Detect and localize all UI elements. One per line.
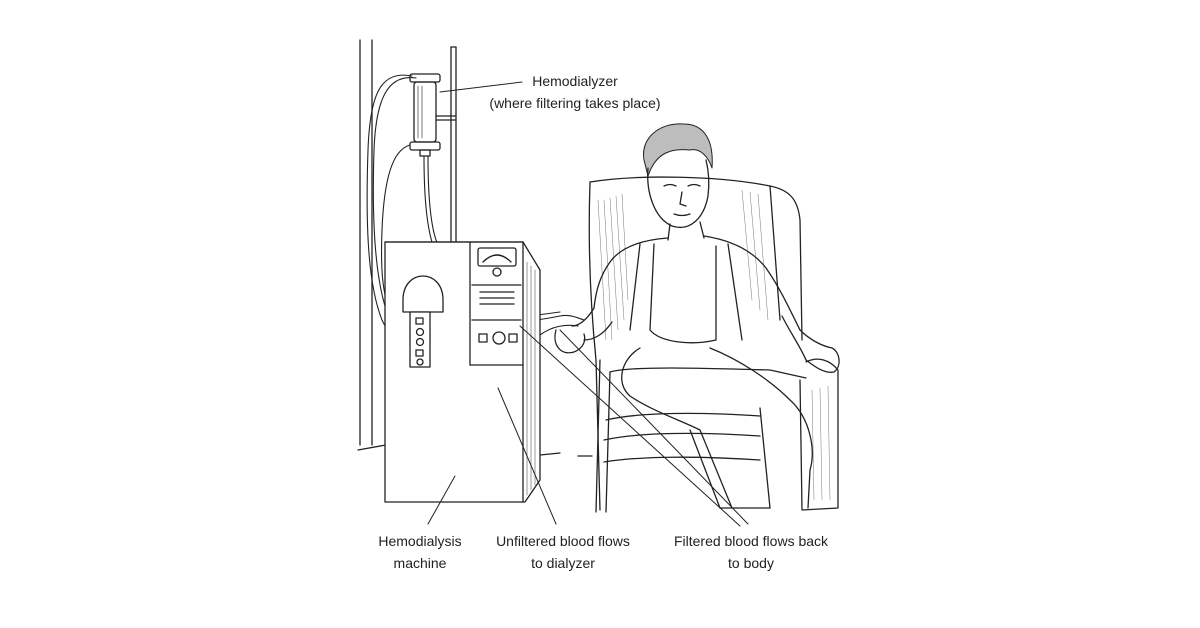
label-unfiltered-blood: Unfiltered blood flows to dialyzer: [488, 530, 638, 574]
label-filtered-line2: to body: [728, 555, 774, 571]
label-hemodialyzer-line1: Hemodialyzer: [532, 73, 618, 89]
armchair: [588, 176, 839, 513]
label-machine-line2: machine: [393, 555, 447, 571]
label-filtered-line1: Filtered blood flows back: [673, 533, 829, 549]
hemodialyzer: [409, 73, 441, 157]
label-hemodialyzer-line2: (where filtering takes place): [489, 95, 661, 111]
label-hemodialyzer: Hemodialyzer (where filtering takes plac…: [470, 70, 680, 114]
label-machine-line1: Hemodialysis: [378, 533, 462, 549]
iv-pole: [435, 46, 457, 243]
label-hemodialysis-machine: Hemodialysis machine: [360, 530, 480, 574]
room-lines: [357, 39, 593, 457]
label-unfiltered-line2: to dialyzer: [531, 555, 595, 571]
patient: [554, 123, 840, 509]
leader-lines: [427, 81, 749, 527]
hemodialysis-machine: [384, 241, 541, 503]
label-unfiltered-line1: Unfiltered blood flows: [496, 533, 630, 549]
label-filtered-blood: Filtered blood flows back to body: [666, 530, 836, 574]
